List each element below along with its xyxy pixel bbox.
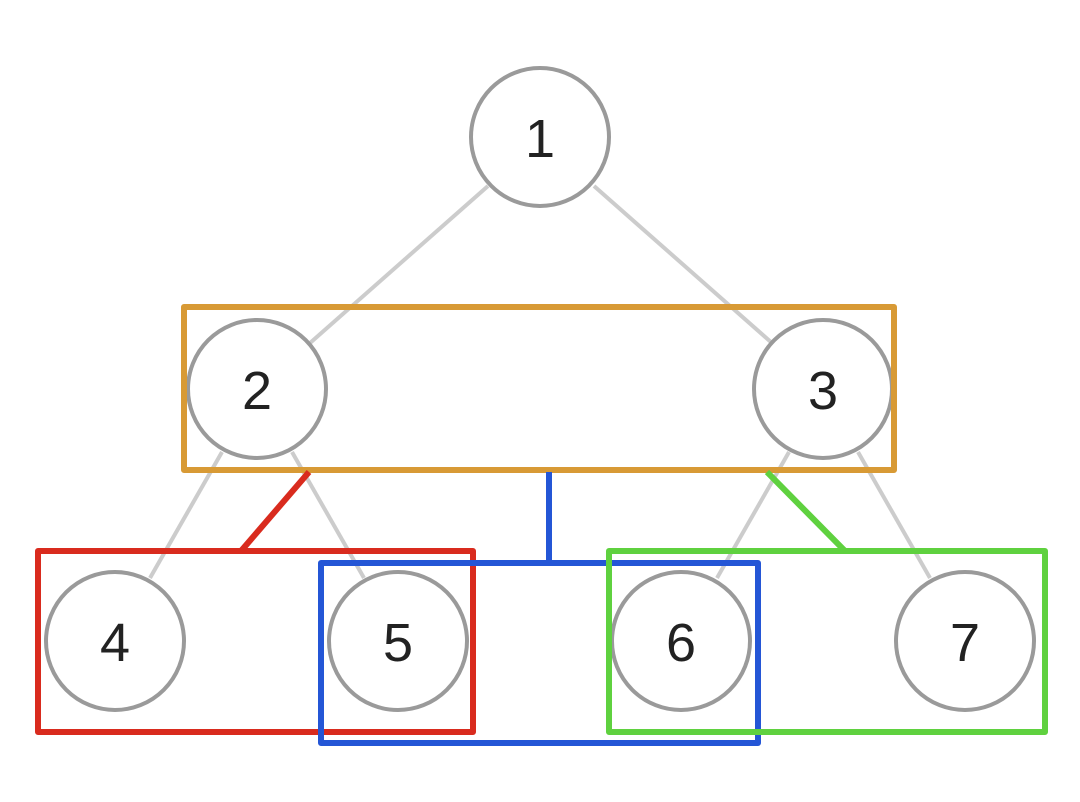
node-label: 4 [100,613,130,673]
node-circle [44,570,186,712]
node-label: 5 [383,613,413,673]
node-circle [469,66,611,208]
group-box-4-5 [35,548,476,735]
tree-node: 7 [894,570,1036,712]
tree-node: 6 [610,570,752,712]
node-circle [894,570,1036,712]
node-label: 7 [950,613,980,673]
node-circle [186,318,328,460]
connector-6-7 [764,469,848,554]
group-overlays [35,304,1048,746]
node-label: 1 [525,109,555,169]
group-box-5-6 [318,560,761,746]
group-box-2-3 [181,304,897,473]
tree-node: 2 [186,318,328,460]
tree-node: 5 [327,570,469,712]
tree-node: 4 [44,570,186,712]
tree-nodes: 1 2 3 4 5 6 7 [44,66,1036,712]
tree-node: 1 [469,66,611,208]
group-box-6-7 [606,548,1048,735]
node-label: 6 [666,613,696,673]
edge-1-3 [592,184,774,345]
connector-4-5 [238,470,312,553]
node-circle [327,570,469,712]
node-label: 2 [242,361,272,421]
node-label: 3 [808,361,838,421]
tree-node: 3 [752,318,894,460]
edge-1-2 [308,184,490,345]
